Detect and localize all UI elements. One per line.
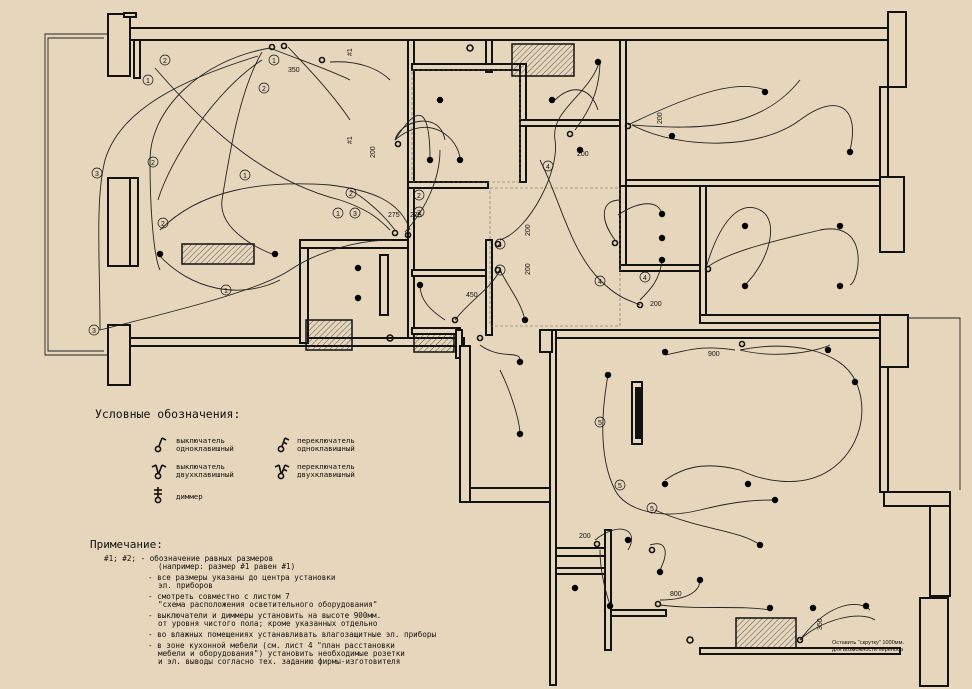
dim-200-c: 200 [657, 112, 664, 124]
legend-item-4-line1: переключатель [297, 462, 355, 471]
legend-item-1-line2: одноклавишный [176, 444, 234, 453]
dim-200-b: 200 [577, 151, 589, 158]
svg-text:1: 1 [243, 173, 247, 180]
legend-item-4-line2: двухклавишный [297, 470, 355, 479]
note-line-1: #1; #2; - обозначение равных размеров [104, 554, 273, 563]
svg-text:2: 2 [262, 86, 266, 93]
dim-800: 800 [670, 591, 682, 598]
single-changeover-switch-icon [277, 437, 290, 453]
corner-note-line2: для возможности переноса [832, 647, 904, 653]
double-changeover-switch-icon [274, 464, 290, 480]
svg-text:5: 5 [650, 506, 654, 513]
svg-text:1: 1 [224, 288, 228, 295]
note-line-4: эл. приборов [158, 581, 213, 590]
double-switch-icon [151, 464, 167, 480]
dim-200-a: 200 [370, 146, 377, 158]
legend-item-2-line2: одноклавишный [297, 444, 355, 453]
note-line-3: - все размеры указаны до центра установк… [148, 573, 335, 582]
wiring [98, 46, 876, 641]
note-line-5: - смотреть совместно с листом 7 [148, 592, 290, 601]
legend-item-3-line1: выключатель [176, 462, 225, 471]
notes: Примечание: #1; #2; - обозначение равных… [90, 538, 436, 666]
dim-200-g: 200 [579, 533, 591, 540]
dim-hash1-a: #1 [347, 48, 354, 56]
svg-text:2: 2 [417, 193, 421, 200]
dim-200-f: 200 [650, 301, 662, 308]
legend-item-3-line2: двухклавишный [176, 470, 234, 479]
legend-item-1-line1: выключатель [176, 436, 225, 445]
notes-title: Примечание: [90, 538, 163, 551]
svg-text:2: 2 [151, 160, 155, 167]
dashed-zones [411, 69, 621, 327]
dim-350-bottom: 350 [817, 618, 824, 630]
svg-text:5: 5 [598, 420, 602, 427]
legend: Условные обозначения: выключатель однокл… [95, 407, 355, 504]
svg-text:3: 3 [92, 328, 96, 335]
legend-title: Условные обозначения: [95, 407, 240, 421]
note-line-2: (например: размер #1 равен #1) [158, 562, 295, 571]
dim-hash1-b: #1 [347, 136, 354, 144]
svg-text:4: 4 [498, 268, 502, 275]
svg-text:4: 4 [546, 164, 550, 171]
svg-text:1: 1 [146, 78, 150, 85]
svg-text:4: 4 [643, 275, 647, 282]
svg-text:2: 2 [163, 58, 167, 65]
dim-200-e: 200 [525, 263, 532, 275]
single-switch-icon [154, 437, 167, 453]
legend-item-5-line1: диммер [176, 492, 203, 501]
svg-text:3: 3 [353, 211, 357, 218]
fixtures [181, 43, 797, 649]
note-line-11: мебели и оборудования") установить необх… [158, 649, 405, 658]
dim-900: 900 [708, 351, 720, 358]
note-line-6: "схема расположения осветительного обору… [158, 600, 377, 609]
dimmer-icon [154, 487, 162, 504]
svg-text:4: 4 [498, 242, 502, 249]
legend-item-2-line1: переключатель [297, 436, 355, 445]
note-line-12: и эл. выводы согласно тех. заданию фирмы… [158, 657, 400, 666]
circuit-numbers: 1 2 2 2 2 1 3 3 1 1 2 2 2 3 1 4 4 4 4 4 … [92, 58, 654, 513]
svg-text:2: 2 [161, 221, 165, 228]
dim-350-top: 350 [288, 67, 300, 74]
note-line-9: - во влажных помещениях устанавливать вл… [148, 630, 436, 639]
svg-text:5: 5 [618, 483, 622, 490]
plan-switches [268, 42, 804, 644]
note-line-10: - в зоне кухонной мебели (см. лист 4 "пл… [148, 641, 395, 650]
dim-200-d: 200 [525, 224, 532, 236]
svg-text:3: 3 [95, 171, 99, 178]
svg-text:1: 1 [336, 211, 340, 218]
svg-text:2: 2 [349, 191, 353, 198]
corner-note-line1: Оставить "скрутку" 1000мм. [832, 640, 905, 646]
svg-text:1: 1 [272, 58, 276, 65]
note-line-8: от уровня чистого пола; кроме указанных … [158, 619, 378, 628]
circuit-markers [88, 54, 658, 514]
dim-275-a: 275 [388, 212, 400, 219]
note-line-7: - выключатели и диммеры установить на вы… [148, 611, 381, 620]
svg-text:4: 4 [598, 279, 602, 286]
dim-450: 450 [466, 292, 478, 299]
svg-text:2: 2 [417, 210, 421, 217]
walls [44, 11, 961, 687]
